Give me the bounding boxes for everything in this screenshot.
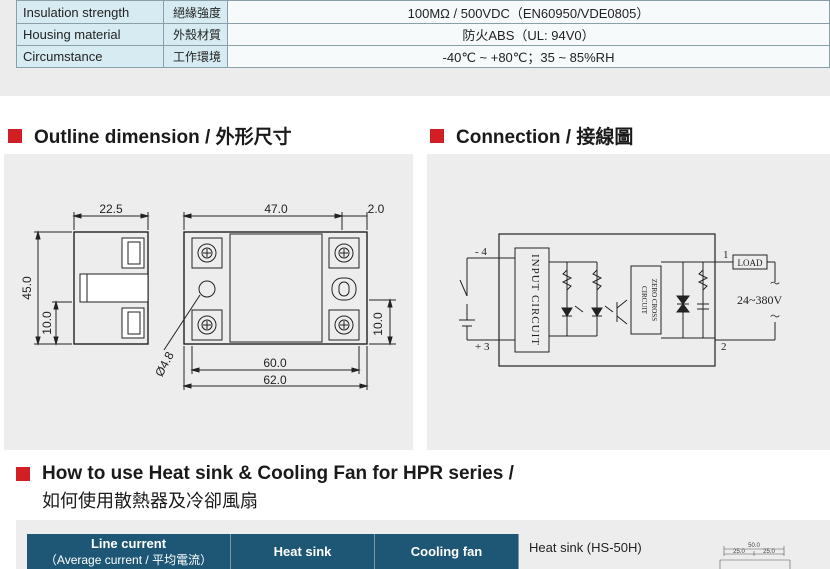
dim-overall: 62.0 bbox=[263, 373, 287, 387]
dim-hole-dia: Ø4.8 bbox=[152, 349, 177, 379]
heatsink-sketch: 50.0 25.0 25.0 bbox=[719, 543, 791, 569]
terminal-1-label: 1 bbox=[723, 249, 729, 261]
spec-label-zh: 外殼材質 bbox=[163, 23, 228, 46]
heat-heading: How to use Heat sink & Cooling Fan for H… bbox=[16, 463, 514, 513]
dim-25a: 25.0 bbox=[733, 549, 745, 555]
table-row: Insulation strength 絕緣強度 100MΩ / 500VDC（… bbox=[16, 0, 830, 24]
dim-pitch: 60.0 bbox=[263, 356, 287, 370]
outline-drawing: 22.5 45.0 10.0 bbox=[20, 202, 396, 390]
heat-title: How to use Heat sink & Cooling Fan for H… bbox=[42, 463, 514, 484]
col-heat-sink: Heat sink bbox=[231, 534, 375, 569]
voltage-label: 24~380V bbox=[737, 293, 782, 307]
dim-right-foot: 10.0 bbox=[371, 312, 385, 336]
heat-subtitle: 如何使用散熱器及冷卻風扇 bbox=[42, 491, 258, 511]
col-cooling-fan: Cooling fan bbox=[375, 534, 519, 569]
zero-circuit-label: CIRCUIT bbox=[640, 286, 648, 315]
spec-value: 100MΩ / 500VDC（EN60950/VDE0805） bbox=[227, 0, 830, 24]
col-heat-sink-label: Heat sink bbox=[273, 544, 332, 559]
heat-table-panel: Line current （Average current / 平均電流） He… bbox=[16, 520, 830, 569]
outline-heading: Outline dimension / 外形尺寸 bbox=[8, 122, 292, 149]
col-cooling-fan-label: Cooling fan bbox=[410, 544, 483, 559]
dim-foot: 10.0 bbox=[40, 311, 54, 335]
col-line-current-sub: （Average current / 平均電流） bbox=[44, 552, 213, 567]
heatsink-model-label: Heat sink (HS-50H) bbox=[529, 540, 642, 555]
spec-table: Insulation strength 絕緣強度 100MΩ / 500VDC（… bbox=[16, 0, 830, 68]
spec-label-en: Housing material bbox=[16, 23, 164, 46]
zero-cross-label: ZERO CROSS bbox=[650, 279, 658, 321]
outline-drawing-panel: 22.5 45.0 10.0 bbox=[4, 154, 413, 450]
terminal-2-label: 2 bbox=[721, 341, 727, 353]
dim-side-width: 22.5 bbox=[99, 202, 123, 216]
terminal-plus-label: + 3 bbox=[475, 341, 490, 353]
tilde-icon: ～ bbox=[770, 279, 780, 290]
side-view bbox=[34, 212, 150, 346]
load-label: LOAD bbox=[738, 258, 763, 268]
table-row: Housing material 外殼材質 防火ABS（UL: 94V0） bbox=[16, 23, 830, 46]
dim-height: 45.0 bbox=[20, 276, 34, 300]
front-view bbox=[163, 212, 396, 390]
col-line-current: Line current （Average current / 平均電流） bbox=[27, 534, 231, 569]
spec-label-en: Insulation strength bbox=[16, 0, 164, 24]
outline-title: Outline dimension / 外形尺寸 bbox=[34, 127, 292, 148]
table-row: Circumstance 工作環境 -40℃ ~ +80℃；35 ~ 85%RH bbox=[16, 45, 830, 68]
spec-label-zh: 絕緣強度 bbox=[163, 0, 228, 24]
dim-25b: 25.0 bbox=[763, 549, 775, 555]
connection-diagram-panel: - 4 + 3 1 2 INPUT CIRCUIT ZERO CROSS CIR… bbox=[427, 154, 830, 450]
spec-label-zh: 工作環境 bbox=[163, 45, 228, 68]
red-square-icon bbox=[8, 128, 22, 143]
red-square-icon bbox=[430, 128, 444, 143]
spec-value: -40℃ ~ +80℃；35 ~ 85%RH bbox=[227, 45, 830, 68]
tilde-icon: ～ bbox=[770, 312, 780, 323]
connection-diagram: - 4 + 3 1 2 INPUT CIRCUIT ZERO CROSS CIR… bbox=[459, 233, 782, 367]
connection-heading: Connection / 接線圖 bbox=[430, 122, 633, 149]
dim-top-width: 47.0 bbox=[264, 202, 288, 216]
spec-table-area: Insulation strength 絕緣強度 100MΩ / 500VDC（… bbox=[0, 0, 830, 96]
dim-edge: 2.0 bbox=[368, 202, 385, 216]
red-square-icon bbox=[16, 467, 30, 481]
terminal-minus-label: - 4 bbox=[475, 246, 487, 258]
spec-label-en: Circumstance bbox=[16, 45, 164, 68]
spec-value: 防火ABS（UL: 94V0） bbox=[227, 23, 830, 46]
input-circuit-label: INPUT CIRCUIT bbox=[529, 254, 541, 346]
dim-50: 50.0 bbox=[748, 543, 760, 549]
connection-title: Connection / 接線圖 bbox=[456, 127, 634, 148]
col-line-current-label: Line current bbox=[90, 535, 167, 551]
